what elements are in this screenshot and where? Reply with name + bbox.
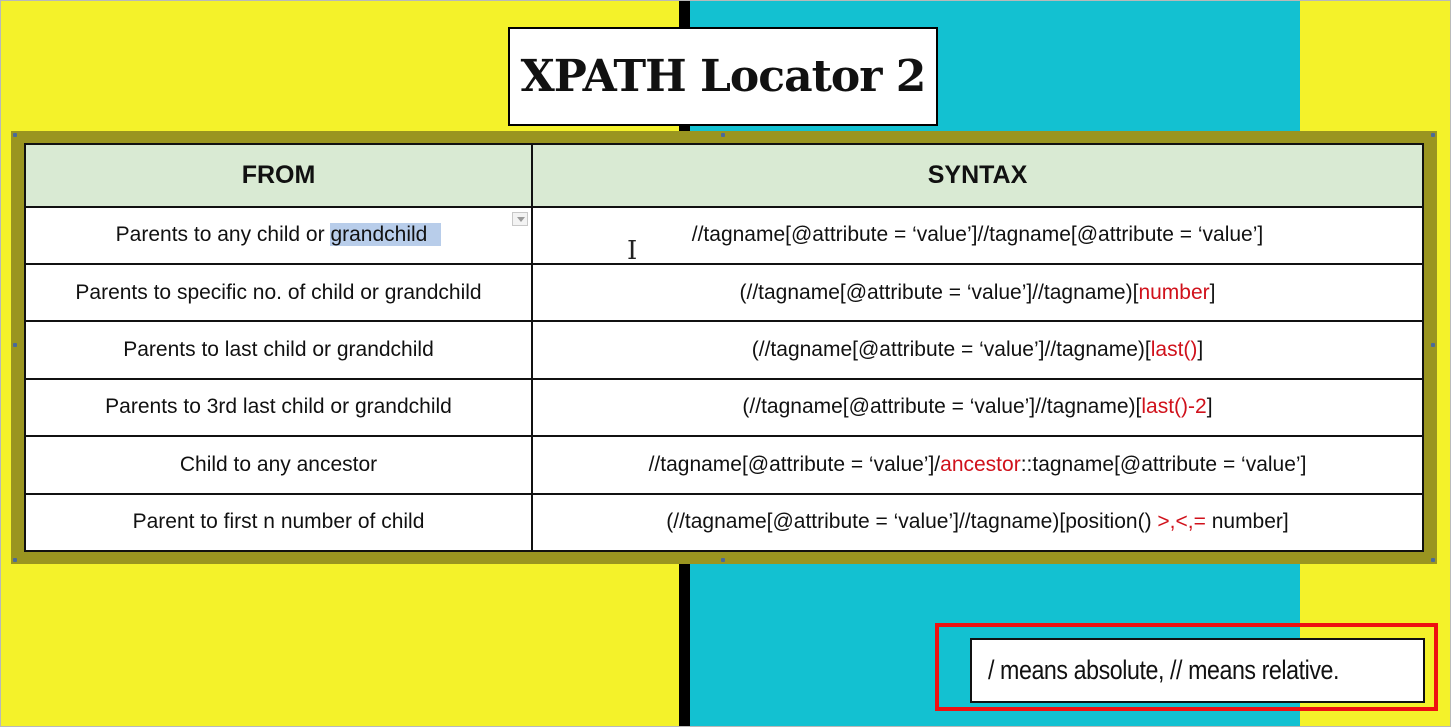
resize-handle-icon[interactable] [1431, 343, 1435, 347]
from-cell[interactable]: Parent to first n number of child [24, 492, 533, 553]
syntax-highlight: ancestor [940, 452, 1021, 476]
syntax-text: (//tagname[@attribute = ‘value’]//tagnam… [666, 510, 1158, 534]
selected-text[interactable]: grandchild [330, 223, 442, 247]
from-cell[interactable]: Child to any ancestor [24, 435, 533, 495]
header-from[interactable]: FROM [24, 143, 533, 208]
resize-handle-icon[interactable] [13, 343, 17, 347]
from-cell[interactable]: Parents to any child or grandchild [24, 205, 533, 265]
syntax-text: ] [1209, 280, 1216, 304]
resize-handle-icon[interactable] [721, 133, 725, 137]
syntax-text: ::tagname[@attribute = ‘value’] [1020, 452, 1307, 476]
from-cell[interactable]: Parents to last child or grandchild [24, 320, 533, 380]
table-row: Parents to any child or grandchild //tag… [24, 205, 1424, 265]
table-row: Child to any ancestor //tagname[@attribu… [24, 435, 1424, 495]
syntax-highlight: last()-2 [1141, 395, 1207, 419]
table-row: Parents to specific no. of child or gran… [24, 262, 1424, 323]
syntax-cell[interactable]: //tagname[@attribute = ‘value’]/ancestor… [531, 435, 1424, 495]
syntax-cell[interactable]: (//tagname[@attribute = ‘value’]//tagnam… [531, 320, 1424, 380]
syntax-cell[interactable]: (//tagname[@attribute = ‘value’]//tagnam… [531, 377, 1424, 438]
text-cursor-icon: I [627, 236, 638, 266]
from-cell[interactable]: Parents to specific no. of child or gran… [24, 262, 533, 323]
dropdown-arrow-icon[interactable] [512, 211, 528, 226]
syntax-text: (//tagname[@attribute = ‘value’]//tagnam… [751, 338, 1151, 362]
from-text: Parents to any child or [115, 223, 331, 247]
syntax-text: //tagname[@attribute = ‘value’]/ [648, 452, 941, 476]
from-cell[interactable]: Parents to 3rd last child or grandchild [24, 377, 533, 438]
syntax-text: ] [1197, 338, 1204, 362]
xpath-table: FROM SYNTAX Parents to any child or gran… [24, 143, 1424, 553]
resize-handle-icon[interactable] [721, 558, 725, 562]
table-row: Parent to first n number of child (//tag… [24, 492, 1424, 553]
resize-handle-icon[interactable] [1431, 558, 1435, 562]
syntax-highlight: last() [1150, 338, 1198, 362]
table-selection-frame[interactable]: FROM SYNTAX Parents to any child or gran… [11, 131, 1437, 564]
header-syntax[interactable]: SYNTAX [531, 143, 1424, 208]
syntax-cell[interactable]: //tagname[@attribute = ‘value’]//tagname… [531, 205, 1424, 265]
syntax-cell[interactable]: (//tagname[@attribute = ‘value’]//tagnam… [531, 262, 1424, 323]
table-row: Parents to last child or grandchild (//t… [24, 320, 1424, 380]
syntax-text: (//tagname[@attribute = ‘value’]//tagnam… [739, 280, 1139, 304]
resize-handle-icon[interactable] [13, 558, 17, 562]
table-header-row: FROM SYNTAX [24, 143, 1424, 208]
resize-handle-icon[interactable] [13, 133, 17, 137]
syntax-text: //tagname[@attribute = ‘value’]//tagname… [691, 223, 1264, 247]
slide-title: XPATH Locator 2 [520, 51, 927, 102]
title-box[interactable]: XPATH Locator 2 [508, 27, 938, 126]
syntax-text: ] [1206, 395, 1213, 419]
syntax-highlight: >,<,= [1157, 510, 1206, 534]
syntax-cell[interactable]: (//tagname[@attribute = ‘value’]//tagnam… [531, 492, 1424, 553]
note-box[interactable]: / means absolute, // means relative. [970, 638, 1425, 703]
resize-handle-icon[interactable] [1431, 133, 1435, 137]
syntax-highlight: number [1138, 280, 1210, 304]
syntax-text: number] [1205, 510, 1289, 534]
table-row: Parents to 3rd last child or grandchild … [24, 377, 1424, 438]
highlight-outline [935, 623, 1438, 711]
note-text: / means absolute, // means relative. [988, 655, 1340, 685]
syntax-text: (//tagname[@attribute = ‘value’]//tagnam… [742, 395, 1142, 419]
